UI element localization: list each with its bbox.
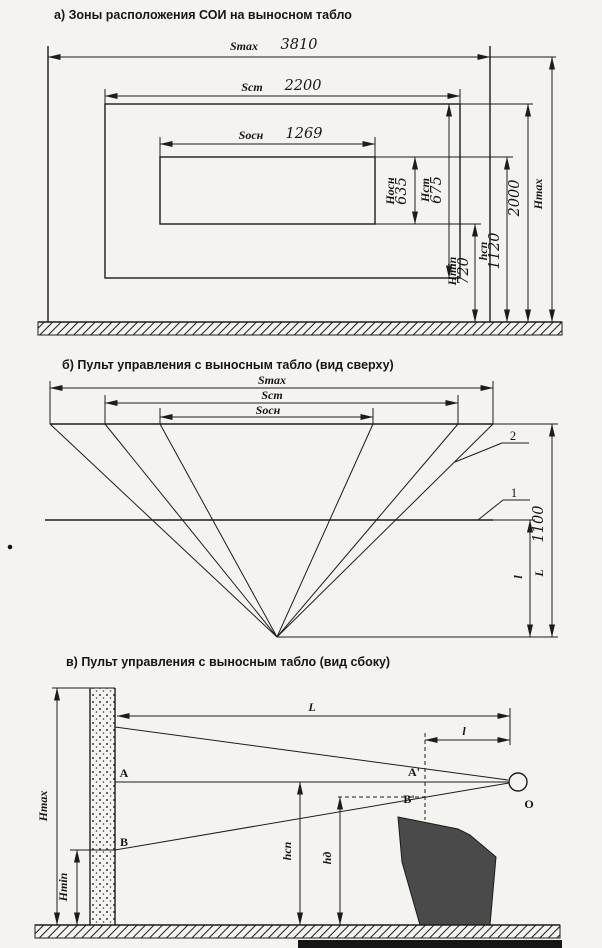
dim-value-hsp: 1120 xyxy=(487,233,503,270)
section-b: б) Пульт управления с выносным табло (ви… xyxy=(45,358,558,638)
dim-value-sosn: 1269 xyxy=(286,126,323,142)
dim-label-sst: Sст xyxy=(261,388,282,402)
dim-label-hosn: Носн xyxy=(383,177,397,206)
dim-value-L: 1100 xyxy=(531,506,547,543)
dim-value-hst: 675 xyxy=(429,176,445,204)
top-dims xyxy=(49,381,494,424)
scan-edge-artifact xyxy=(298,940,562,948)
point-label-o: О xyxy=(524,797,533,811)
dim-label-hd: hд xyxy=(320,852,334,865)
right-dims xyxy=(277,423,558,638)
dim-hmin-c xyxy=(70,849,115,926)
sight-line xyxy=(104,423,278,638)
callout-leader xyxy=(454,442,503,463)
dim-label-hmax: Нmax xyxy=(531,179,545,211)
sight-line-b xyxy=(114,782,510,851)
dim-value-2000: 2000 xyxy=(507,180,523,218)
zone-max-outline xyxy=(47,46,556,322)
point-label-b-prime: B' xyxy=(403,792,414,806)
dim-sosn xyxy=(159,137,376,157)
dim-2000 xyxy=(460,103,533,323)
dim-label-smax: Smax xyxy=(258,373,286,387)
section-c: в) Пульт управления с выносным табло (ви… xyxy=(34,655,562,948)
dim-label-hmin: Нmin xyxy=(56,872,70,902)
callout-label-2: 2 xyxy=(510,429,516,443)
dim-sst xyxy=(104,89,461,104)
section-b-title: б) Пульт управления с выносным табло (ви… xyxy=(62,358,394,372)
dim-label-hmin: Нmin xyxy=(445,256,459,286)
point-label-a: A xyxy=(120,766,129,780)
sight-line xyxy=(159,423,278,638)
callout-leader xyxy=(477,499,504,521)
dim-value-sst: 2200 xyxy=(284,78,322,94)
dim-value-hmin: 720 xyxy=(456,257,472,285)
sight-line xyxy=(276,423,494,638)
ground-hatch xyxy=(34,924,561,939)
dim-label-l-small: l xyxy=(462,724,466,738)
zone-osn-rect xyxy=(159,156,376,225)
point-label-a-prime: A' xyxy=(408,765,420,779)
dim-value-smax: 3810 xyxy=(281,37,318,53)
section-c-title: в) Пульт управления с выносным табло (ви… xyxy=(66,655,390,669)
dim-label-sosn: Sосн xyxy=(239,128,264,142)
dim-label-sosn: Sосн xyxy=(256,403,281,417)
wall xyxy=(52,687,116,925)
sight-line xyxy=(276,423,374,638)
sight-lines xyxy=(114,726,510,851)
section-a-title: а) Зоны расположения СОИ на выносном таб… xyxy=(54,8,352,22)
ground-hatch xyxy=(37,321,563,336)
dim-label-L: L xyxy=(532,569,546,577)
dim-label-hsp: hсп xyxy=(476,241,490,260)
zone-st-rect xyxy=(104,103,461,279)
sight-fan xyxy=(49,423,494,638)
wall-texture xyxy=(90,688,115,925)
ground-a xyxy=(37,321,563,336)
dim-label-hsp: hсп xyxy=(280,841,294,860)
eye-point-circle xyxy=(508,772,528,792)
dim-label-hst: Нст xyxy=(418,178,432,203)
dim-label-smax: Smax xyxy=(230,39,258,53)
sight-line-upper xyxy=(114,726,509,781)
dim-hosn xyxy=(375,156,513,225)
dim-label-L: L xyxy=(307,700,315,714)
dim-label-sst: Sст xyxy=(241,80,262,94)
section-a: а) Зоны расположения СОИ на выносном таб… xyxy=(37,8,563,336)
callout-1 xyxy=(477,499,530,521)
callout-2 xyxy=(454,442,529,463)
dim-label-l-small: l xyxy=(511,575,525,579)
dim-l-c xyxy=(424,733,511,820)
console-silhouette xyxy=(397,816,497,926)
dim-value-hosn: 635 xyxy=(394,177,410,205)
point-label-b: B xyxy=(120,835,128,849)
ground-c xyxy=(34,924,561,939)
scan-dot-artifact xyxy=(7,544,13,550)
sight-line xyxy=(276,423,459,638)
dim-label-hmax: Нmax xyxy=(36,791,50,823)
sight-line xyxy=(49,423,278,638)
callout-label-1: 1 xyxy=(511,486,517,500)
